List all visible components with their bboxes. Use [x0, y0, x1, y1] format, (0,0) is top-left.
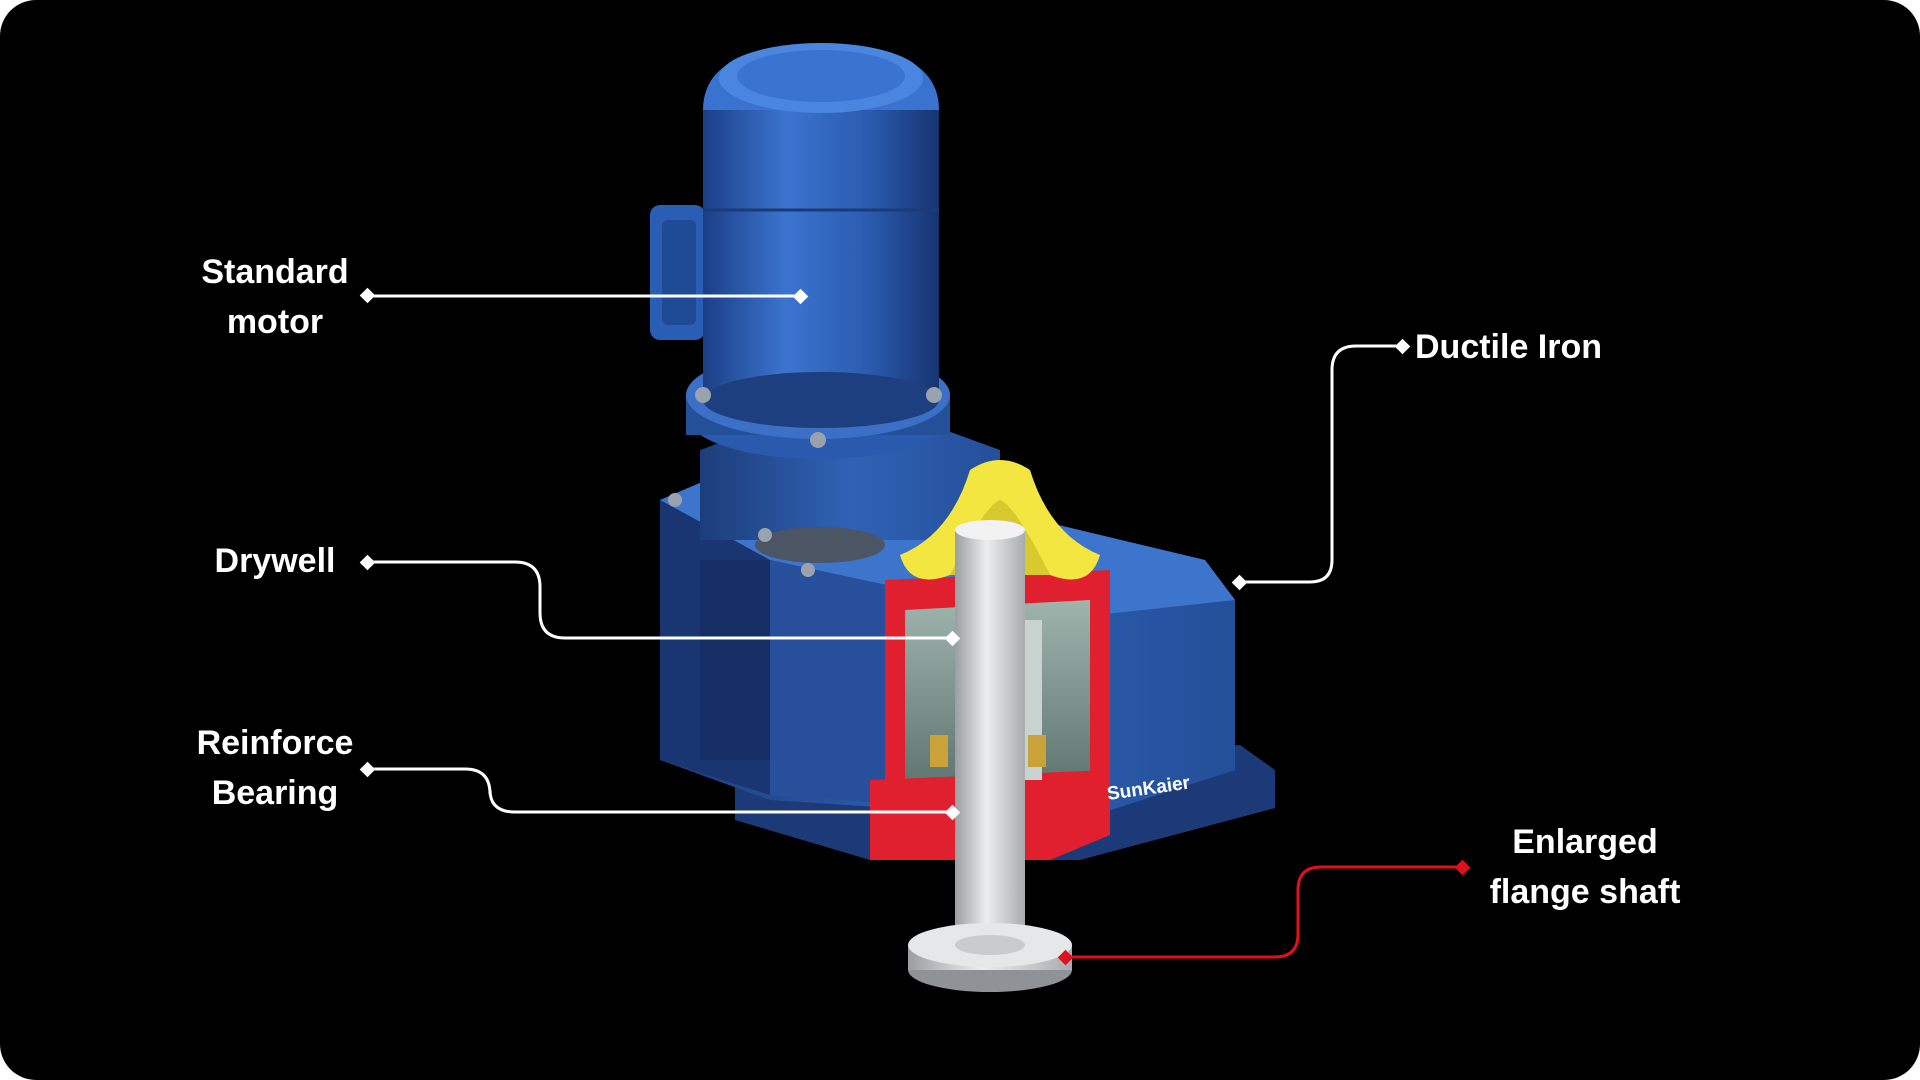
marker-drywell-right: [944, 630, 961, 647]
label-drywell: Drywell: [214, 542, 336, 580]
leader-ductile-iron: [1239, 344, 1402, 584]
label-enlarged-flange-shaft: Enlarged flange shaft: [1489, 823, 1681, 911]
label-reinforce-bearing: Reinforce Bearing: [196, 724, 354, 812]
label-ductile-iron: Ductile Iron: [1415, 328, 1603, 366]
marker-ductile-iron-right: [1394, 338, 1411, 355]
leader-reinforce-bearing: [368, 767, 952, 814]
output-shaft: [908, 520, 1072, 992]
label-standard-motor: Standard motor: [201, 253, 349, 341]
leader-drywell: [368, 560, 952, 640]
callout-leaders: [368, 294, 1462, 959]
leader-enlarged-flange-shaft: [1065, 865, 1462, 959]
marker-enlarged-flange-shaft-right: [1454, 859, 1471, 876]
marker-ductile-iron-left: [1231, 574, 1248, 591]
motor: [650, 43, 939, 428]
bolts: [668, 387, 942, 577]
marker-enlarged-flange-shaft-left: [1057, 949, 1074, 966]
marker-reinforce-bearing-right: [944, 804, 961, 821]
